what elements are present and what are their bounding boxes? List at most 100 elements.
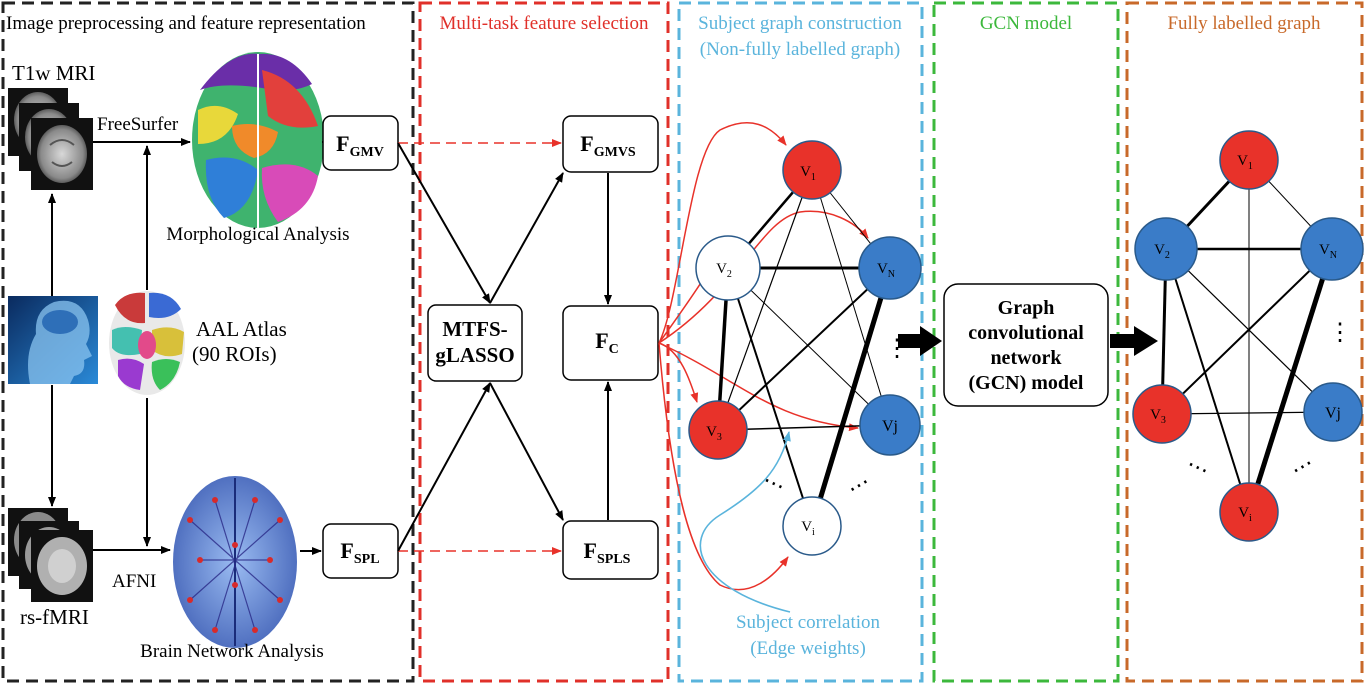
node-vn: VN bbox=[858, 236, 922, 300]
labelled-node-vj: Vj bbox=[1303, 382, 1363, 442]
labelled-ellipsis-vertical: ⋮ bbox=[1328, 320, 1352, 346]
panel-construction-title-2: (Non-fully labelled graph) bbox=[700, 39, 900, 60]
svg-text:Vi: Vi bbox=[1238, 505, 1252, 524]
node-v3-v: V bbox=[706, 424, 717, 440]
panel-selection-title: Multi-task feature selection bbox=[440, 13, 649, 34]
fspl-label: FSPL bbox=[340, 538, 379, 567]
labelled-node-vn: VN bbox=[1300, 217, 1364, 281]
gcn-line1: Graph bbox=[998, 297, 1055, 319]
fgmvs-label: FGMVS bbox=[580, 131, 636, 160]
gcn-model-box bbox=[943, 283, 1109, 407]
panel-construction-title-1: Subject graph construction bbox=[698, 13, 902, 34]
node-vi-v: V bbox=[801, 519, 812, 535]
panel-preprocess-border bbox=[1, 1, 415, 683]
node-vj-label: Vj bbox=[882, 418, 898, 435]
svg-text:V3: V3 bbox=[706, 424, 722, 443]
svg-text:V2: V2 bbox=[1154, 242, 1170, 261]
cortical-parcellation-brain-image bbox=[192, 52, 324, 228]
brain-network-analysis-label: Brain Network Analysis bbox=[140, 641, 324, 662]
edge-weights-label: (Edge weights) bbox=[750, 638, 866, 659]
freesurfer-label: FreeSurfer bbox=[97, 114, 179, 135]
node-vi: Vi bbox=[782, 496, 842, 556]
node-v3: V3 bbox=[688, 400, 748, 460]
fc-sub: C bbox=[609, 342, 619, 357]
t1w-label: T1w MRI bbox=[12, 61, 95, 85]
lnode-v1-sub: 1 bbox=[1248, 161, 1253, 172]
lnode-v3-v: V bbox=[1150, 407, 1161, 423]
brain-network-image bbox=[173, 476, 297, 648]
fgmv-f: F bbox=[336, 131, 349, 156]
svg-text:V3: V3 bbox=[1150, 407, 1166, 426]
mtfs-to-fspls-arrow bbox=[489, 382, 564, 521]
labelled-node-v3: V3 bbox=[1132, 384, 1192, 444]
lnode-vi-v: V bbox=[1238, 505, 1249, 521]
node-v3-sub: 3 bbox=[717, 432, 722, 443]
graph-to-gcn-arrow bbox=[898, 326, 942, 356]
aal-rois-label: (90 ROIs) bbox=[192, 342, 277, 366]
fspls-box bbox=[562, 520, 659, 580]
subject-graph-edges bbox=[716, 169, 893, 527]
panel-selection-border bbox=[418, 1, 670, 683]
fc-to-nodes-arrows bbox=[658, 122, 869, 591]
panel-gcn-title: GCN model bbox=[980, 13, 1072, 34]
subject-correlation-arrow bbox=[699, 431, 791, 613]
rsfmri-label: rs-fMRI bbox=[20, 605, 89, 629]
node-v1: V1 bbox=[782, 140, 842, 200]
lnode-v2-v: V bbox=[1154, 242, 1165, 258]
graph-ellipsis-right: ⋯ bbox=[843, 469, 875, 502]
panel-labelled-title: Fully labelled graph bbox=[1167, 13, 1321, 34]
t1w-mri-stack bbox=[8, 88, 93, 190]
labelled-ellipsis-left: ⋯ bbox=[1183, 451, 1214, 483]
panel-preprocess-title: Image preprocessing and feature represen… bbox=[6, 13, 366, 34]
morphological-analysis-label: Morphological Analysis bbox=[166, 224, 349, 245]
fspl-f: F bbox=[340, 538, 353, 563]
fgmv-box bbox=[322, 115, 399, 171]
head-scan-image bbox=[8, 296, 98, 384]
svg-text:VN: VN bbox=[877, 261, 895, 280]
node-v1-v: V bbox=[800, 164, 811, 180]
afni-label: AFNI bbox=[112, 571, 156, 592]
fc-f: F bbox=[595, 328, 608, 353]
node-vn-v: V bbox=[877, 261, 888, 277]
node-v2-v: V bbox=[716, 261, 727, 277]
fgmvs-f: F bbox=[580, 131, 593, 156]
svg-text:V1: V1 bbox=[1237, 153, 1253, 172]
lnode-v1-v: V bbox=[1237, 153, 1248, 169]
lnode-vj-label: Vj bbox=[1325, 405, 1341, 422]
fgmvs-sub: GMVS bbox=[594, 145, 636, 160]
rsfmri-stack bbox=[8, 508, 93, 602]
node-vj: Vj bbox=[859, 394, 921, 456]
labelled-node-vi: Vi bbox=[1219, 482, 1279, 542]
node-v1-sub: 1 bbox=[811, 172, 816, 183]
fspls-sub: SPLS bbox=[597, 552, 631, 567]
svg-text:V2: V2 bbox=[716, 261, 732, 280]
graph-ellipsis-left: ⋯ bbox=[759, 467, 790, 499]
fspl-to-mtfs-arrow bbox=[397, 382, 491, 552]
mtfs-to-fgmvs-arrow bbox=[489, 172, 564, 304]
aal-atlas-label: AAL Atlas bbox=[196, 317, 287, 341]
subject-correlation-label: Subject correlation bbox=[736, 612, 881, 633]
node-vn-sub: N bbox=[888, 269, 895, 280]
mtfs-line1: MTFS- bbox=[442, 317, 507, 341]
lnode-v2-sub: 2 bbox=[1165, 250, 1170, 261]
labelled-ellipsis-right: ⋯ bbox=[1286, 450, 1318, 483]
gcn-line4: (GCN) model bbox=[969, 372, 1084, 394]
svg-text:VN: VN bbox=[1319, 242, 1337, 261]
lnode-vn-sub: N bbox=[1330, 250, 1337, 261]
fgmv-sub: GMV bbox=[350, 145, 384, 160]
fgmv-label: FGMV bbox=[336, 131, 384, 160]
fspl-sub: SPL bbox=[354, 552, 380, 567]
fc-box bbox=[562, 305, 659, 381]
fspls-f: F bbox=[584, 538, 597, 563]
fspls-label: FSPLS bbox=[584, 538, 631, 567]
node-v2-sub: 2 bbox=[727, 269, 732, 280]
mtfs-line2: gLASSO bbox=[435, 343, 514, 367]
fspl-box bbox=[322, 523, 399, 579]
aal-atlas-image bbox=[109, 291, 185, 395]
fgmvs-box bbox=[562, 115, 659, 173]
gcn-line2: convolutional bbox=[968, 322, 1084, 344]
lnode-vi-sub: i bbox=[1249, 513, 1252, 524]
lnode-v3-sub: 3 bbox=[1161, 415, 1166, 426]
svg-text:Vi: Vi bbox=[801, 519, 815, 538]
